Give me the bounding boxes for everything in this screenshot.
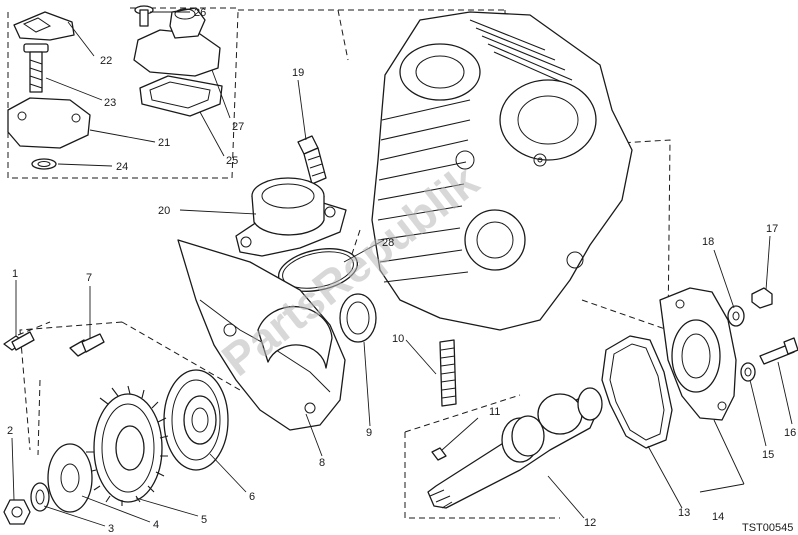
belt-cover-8 — [177, 239, 346, 431]
callout-14: 14 — [712, 511, 724, 523]
bolt-19 — [297, 135, 327, 185]
callout-5: 5 — [201, 514, 207, 526]
callout-6: 6 — [249, 491, 255, 503]
washer-24 — [31, 158, 57, 170]
screw-7 — [69, 333, 105, 357]
callout-18: 18 — [702, 236, 714, 248]
breather-fitting-27 — [133, 7, 221, 77]
callout-26: 26 — [194, 7, 206, 19]
callout-3: 3 — [108, 523, 114, 535]
callout-28: 28 — [382, 237, 394, 249]
diagram-reference-code: TST00545 — [742, 522, 793, 534]
callout-21: 21 — [158, 137, 170, 149]
callout-25: 25 — [226, 155, 238, 167]
nut-2 — [3, 499, 31, 525]
callout-19: 19 — [292, 67, 304, 79]
intake-manifold-20 — [235, 177, 347, 257]
callout-17: 17 — [766, 223, 778, 235]
leader-lines — [11, 11, 793, 527]
callout-7: 7 — [86, 272, 92, 284]
cover-14 — [659, 287, 737, 421]
callout-10: 10 — [392, 333, 404, 345]
callout-8: 8 — [319, 457, 325, 469]
callout-11: 11 — [489, 406, 500, 418]
callout-23: 23 — [104, 97, 116, 109]
washer-18 — [727, 305, 745, 327]
callout-20: 20 — [158, 205, 170, 217]
bolt-26 — [134, 5, 154, 27]
breather-cover-22 — [13, 11, 75, 41]
key-11 — [431, 447, 447, 461]
callout-4: 4 — [153, 519, 159, 531]
gasket-13 — [601, 335, 673, 449]
callout-13: 13 — [678, 507, 690, 519]
callout-22: 22 — [100, 55, 112, 67]
callout-24: 24 — [116, 161, 128, 173]
callout-12: 12 — [584, 517, 596, 529]
callout-27: 27 — [232, 121, 244, 133]
toothed-pulley-5 — [86, 385, 169, 506]
stud-10 — [439, 339, 457, 407]
gasket-25 — [139, 75, 223, 117]
camshaft-12 — [427, 387, 603, 509]
cylinder-head — [371, 11, 633, 331]
screw-1 — [3, 331, 35, 351]
ring-3 — [30, 482, 50, 512]
callout-labels: 1 2 3 4 5 6 7 8 9 10 11 12 13 14 15 16 1… — [7, 7, 796, 535]
cover-21 — [7, 97, 91, 149]
callout-1: 1 — [12, 268, 18, 280]
callout-15: 15 — [762, 449, 774, 461]
screw-23 — [23, 43, 49, 93]
callout-2: 2 — [7, 425, 13, 437]
bolt-16 — [759, 337, 798, 365]
bolt-17 — [751, 287, 773, 309]
seal-9 — [339, 293, 377, 343]
hub-flange-6 — [163, 369, 229, 471]
callout-16: 16 — [784, 427, 796, 439]
washer-15 — [740, 362, 756, 382]
callout-9: 9 — [366, 427, 372, 439]
washer-4 — [47, 443, 93, 513]
